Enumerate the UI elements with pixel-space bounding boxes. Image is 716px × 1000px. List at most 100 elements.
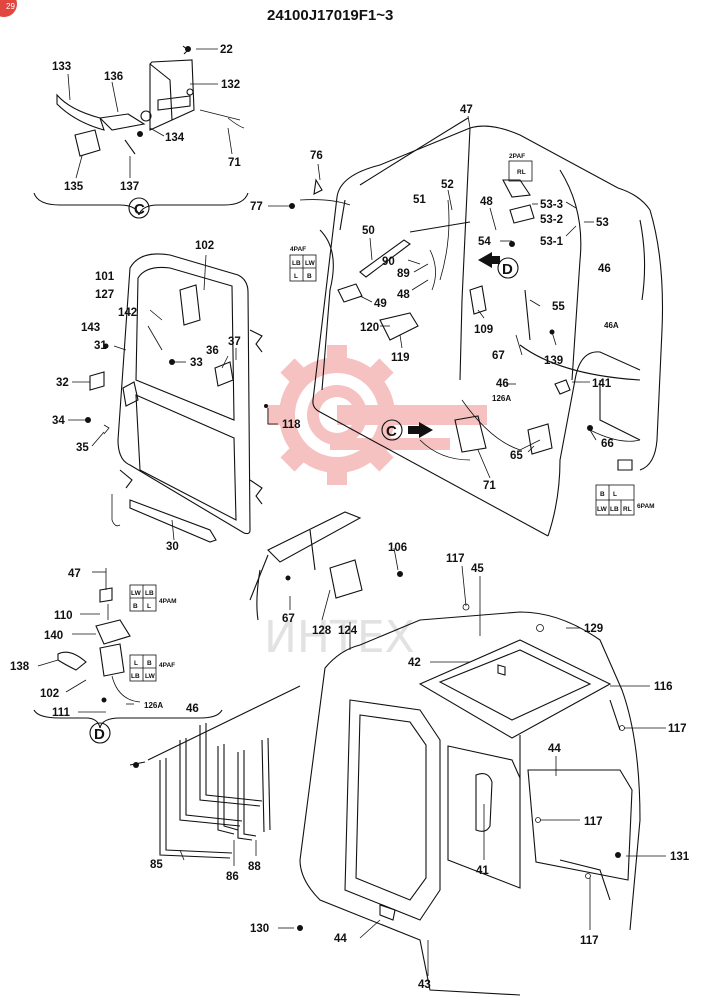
part-number: 128 xyxy=(312,625,332,637)
part-number: 137 xyxy=(120,181,139,193)
connector-6pam-cell: LW xyxy=(597,506,608,513)
connector-4paf-main-label: 4PAF xyxy=(290,246,306,253)
connector-6pam-label: 6PAM xyxy=(637,503,655,510)
part-number: 127 xyxy=(95,289,114,301)
part-number: 47 xyxy=(68,568,81,580)
watermark-logo xyxy=(267,345,487,485)
part-number: 22 xyxy=(220,44,233,56)
connector-4pam-d-cell: LW xyxy=(131,590,142,597)
window-seals xyxy=(129,685,301,859)
page-badge: 29 xyxy=(0,0,17,17)
connector-4paf-d-label: 4PAF xyxy=(159,662,175,669)
part-number: 46 xyxy=(186,703,199,715)
part-number: 141 xyxy=(592,378,612,390)
connector-4paf-d: L B LB LW 4PAF xyxy=(129,654,175,682)
connector-4paf-main-cell: LW xyxy=(305,260,316,267)
part-number: 44 xyxy=(334,933,347,945)
part-number: 67 xyxy=(492,350,505,362)
part-number: 53-1 xyxy=(540,236,564,248)
connector-2paf: 2PAF RL xyxy=(508,153,533,182)
connector-4paf-main-cell: LB xyxy=(292,260,301,267)
detail-d-mark: D xyxy=(94,726,105,743)
connector-4paf-d-cell: LW xyxy=(145,673,156,680)
connector-6pam-cell: L xyxy=(613,491,617,498)
detail-c-mark-main: C xyxy=(386,423,397,440)
part-number: 53 xyxy=(596,217,609,229)
part-number: 47 xyxy=(460,104,473,116)
part-number: 54 xyxy=(478,236,491,248)
connector-6pam-cell: RL xyxy=(623,506,632,513)
detail-d-mark-main: D xyxy=(502,261,513,278)
part-number: 50 xyxy=(362,225,375,237)
part-number: 90 xyxy=(382,256,395,268)
part-number: 126A xyxy=(144,701,163,710)
detail-c-group: C xyxy=(33,45,249,219)
part-number: 111 xyxy=(52,707,71,719)
cab-upper-assembly xyxy=(299,117,664,537)
part-number: 77 xyxy=(250,201,263,213)
connector-4paf-d-cell: B xyxy=(147,660,152,667)
part-number: 42 xyxy=(408,657,421,669)
connector-4paf-main-cell: B xyxy=(307,273,312,280)
part-number: 53-3 xyxy=(540,199,563,211)
connector-4pam-d-cell: B xyxy=(133,603,138,610)
part-number: 118 xyxy=(282,419,301,431)
connector-4paf-d-cell: L xyxy=(134,660,138,667)
part-number: 55 xyxy=(552,301,565,313)
connector-6pam-cell: B xyxy=(600,491,605,498)
connector-2paf-cell: RL xyxy=(517,169,526,176)
part-number: 33 xyxy=(190,357,203,369)
detail-d-group: D xyxy=(33,568,223,744)
part-number: 88 xyxy=(248,861,261,873)
part-number: 119 xyxy=(391,352,410,364)
part-number: 102 xyxy=(40,688,59,700)
connector-6pam: B L LW LB RL 6PAM xyxy=(595,484,655,516)
leader-lines xyxy=(37,48,666,976)
part-number: 139 xyxy=(544,355,563,367)
part-number: 120 xyxy=(360,322,379,334)
part-number: 142 xyxy=(118,307,137,319)
part-number: 49 xyxy=(374,298,387,310)
part-number: 126A xyxy=(492,394,511,403)
part-number: 32 xyxy=(56,377,69,389)
part-number: 46 xyxy=(598,263,611,275)
part-number: 101 xyxy=(95,271,115,283)
part-number: 45 xyxy=(471,563,484,575)
part-number: 143 xyxy=(81,322,100,334)
part-number: 71 xyxy=(483,480,496,492)
part-number: 131 xyxy=(670,851,690,863)
page-badge-number: 29 xyxy=(6,2,15,11)
part-number: 46 xyxy=(496,378,509,390)
part-number: 133 xyxy=(52,61,71,73)
part-number: 117 xyxy=(580,935,599,947)
window-frame-left xyxy=(249,511,363,621)
part-number: 31 xyxy=(94,340,107,352)
part-number: 30 xyxy=(166,541,179,553)
part-number: 86 xyxy=(226,871,239,883)
part-number: 117 xyxy=(668,723,687,735)
connector-4paf-d-cell: LB xyxy=(131,673,140,680)
part-number: 44 xyxy=(548,743,561,755)
part-number: 136 xyxy=(104,71,123,83)
connector-4pam-d-label: 4PAM xyxy=(159,598,177,605)
part-number: 35 xyxy=(76,442,89,454)
cab-lower-assembly xyxy=(299,611,641,996)
part-number: 135 xyxy=(64,181,84,193)
part-number: 117 xyxy=(584,816,603,828)
part-number: 52 xyxy=(441,179,454,191)
part-number: 134 xyxy=(165,132,185,144)
detail-c-mark: C xyxy=(134,201,145,218)
part-number: 109 xyxy=(474,324,493,336)
part-number: 106 xyxy=(388,542,407,554)
part-number: 37 xyxy=(228,336,241,348)
part-number: 129 xyxy=(584,623,603,635)
part-number: 132 xyxy=(221,79,240,91)
part-number: 138 xyxy=(10,661,30,673)
diagram-title: 24100J17019F1~3 xyxy=(267,7,393,24)
part-number: 66 xyxy=(601,438,614,450)
part-number: 110 xyxy=(54,610,73,622)
part-number: 76 xyxy=(310,150,323,162)
part-number: 102 xyxy=(195,240,214,252)
part-numbers: 22 133 136 132 134 71 135 137 77 76 52 4… xyxy=(10,44,690,991)
